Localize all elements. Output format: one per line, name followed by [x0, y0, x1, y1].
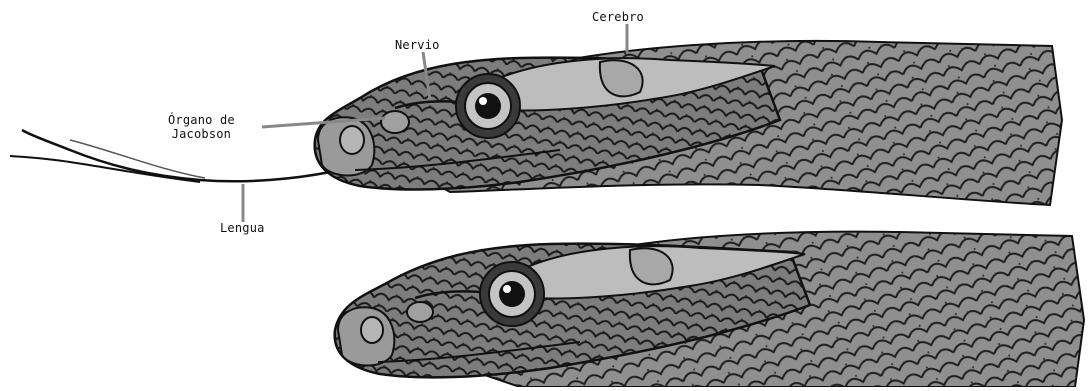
- snake-head-top: [315, 41, 1062, 205]
- label-nervio: Nervio: [395, 38, 440, 52]
- label-organo-line1: Órgano de: [168, 113, 235, 127]
- label-organo-de-jacobson: Órgano de Jacobson: [168, 113, 235, 141]
- label-organo-line2: Jacobson: [168, 127, 235, 141]
- jacobson-organ-top: [381, 111, 409, 133]
- label-lengua: Lengua: [220, 221, 265, 235]
- label-cerebro: Cerebro: [592, 10, 644, 24]
- snake-head-bottom: [335, 232, 1084, 387]
